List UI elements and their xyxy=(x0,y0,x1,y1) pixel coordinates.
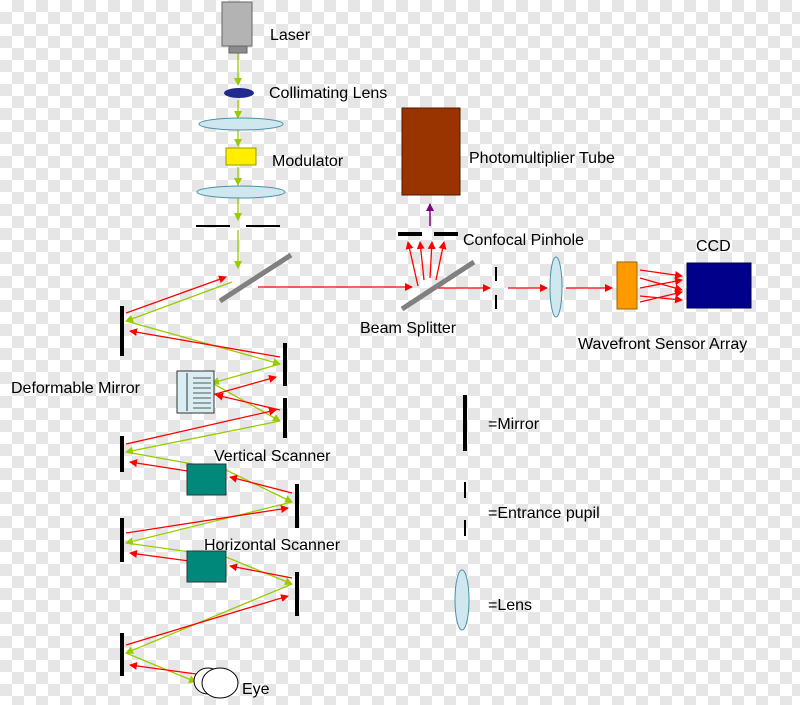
lens-3 xyxy=(549,256,563,318)
label-eye: Eye xyxy=(242,681,270,698)
collimating-lens xyxy=(224,88,254,98)
lens-2 xyxy=(196,185,286,199)
modulator xyxy=(225,147,257,166)
legend-entrance-pupil-label: =Entrance pupil xyxy=(488,505,600,522)
mirrors xyxy=(120,306,299,676)
lens-1 xyxy=(198,117,284,131)
label-wavefront-sensor-array: Wavefront Sensor Array xyxy=(578,336,747,353)
return-beam-zigzag xyxy=(125,275,293,675)
wavefront-sensor-array xyxy=(616,261,638,310)
photomultiplier-tube xyxy=(401,107,461,196)
label-ccd: CCD xyxy=(696,238,731,255)
label-modulator: Modulator xyxy=(272,153,344,170)
label-horizontal-scanner: Horizontal Scanner xyxy=(204,537,341,554)
return-beam-detection xyxy=(258,241,683,304)
eye xyxy=(193,667,239,699)
label-laser: Laser xyxy=(270,27,311,44)
label-collimating-lens: Collimating Lens xyxy=(269,85,387,102)
incoming-beam-zigzag xyxy=(125,281,293,684)
beam-steering-mirror xyxy=(218,252,293,304)
label-confocal-pinhole: Confocal Pinhole xyxy=(463,232,584,249)
label-deformable-mirror: Deformable Mirror xyxy=(11,380,141,397)
legend-lens-symbol xyxy=(454,569,470,631)
label-photomultiplier-tube: Photomultiplier Tube xyxy=(469,150,615,167)
label-beam-splitter: Beam Splitter xyxy=(360,320,457,337)
horizontal-scanner xyxy=(186,550,227,583)
legend-lens-label: =Lens xyxy=(488,597,532,614)
vertical-scanner xyxy=(186,463,227,496)
beam-splitter xyxy=(400,259,476,312)
laser xyxy=(221,1,253,54)
label-vertical-scanner: Vertical Scanner xyxy=(214,448,331,465)
ccd xyxy=(686,262,752,309)
legend-mirror-label: =Mirror xyxy=(488,416,540,433)
deformable-mirror xyxy=(176,370,215,414)
